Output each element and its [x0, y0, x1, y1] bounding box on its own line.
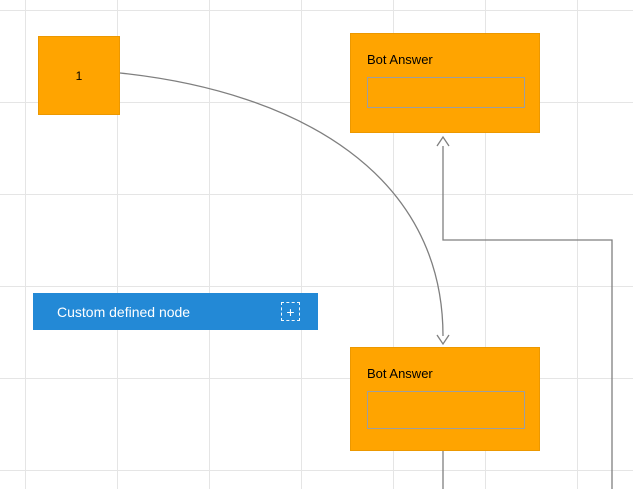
connector-orthogonal-to-bot-answer-top[interactable]	[436, 135, 613, 489]
bot-answer-top-text-box[interactable]	[367, 77, 525, 108]
custom-node-label: Custom defined node	[57, 303, 191, 320]
bot-answer-top-label: Bot Answer	[367, 52, 433, 67]
node-bot-answer-top[interactable]: Bot Answer	[350, 33, 540, 133]
node-1-label: 1	[75, 68, 83, 83]
bot-answer-bottom-text-box[interactable]	[367, 391, 525, 429]
plus-icon[interactable]: +	[281, 302, 300, 321]
arrow-up-icon	[436, 135, 450, 147]
bot-answer-bottom-label: Bot Answer	[367, 366, 433, 381]
node-custom-defined[interactable]: Custom defined node +	[33, 293, 318, 330]
node-bot-answer-bottom[interactable]: Bot Answer	[350, 347, 540, 451]
arrow-down-icon	[436, 334, 450, 346]
connector-node1-to-bot-answer-bottom[interactable]	[119, 72, 450, 346]
node-1[interactable]: 1	[38, 36, 120, 115]
